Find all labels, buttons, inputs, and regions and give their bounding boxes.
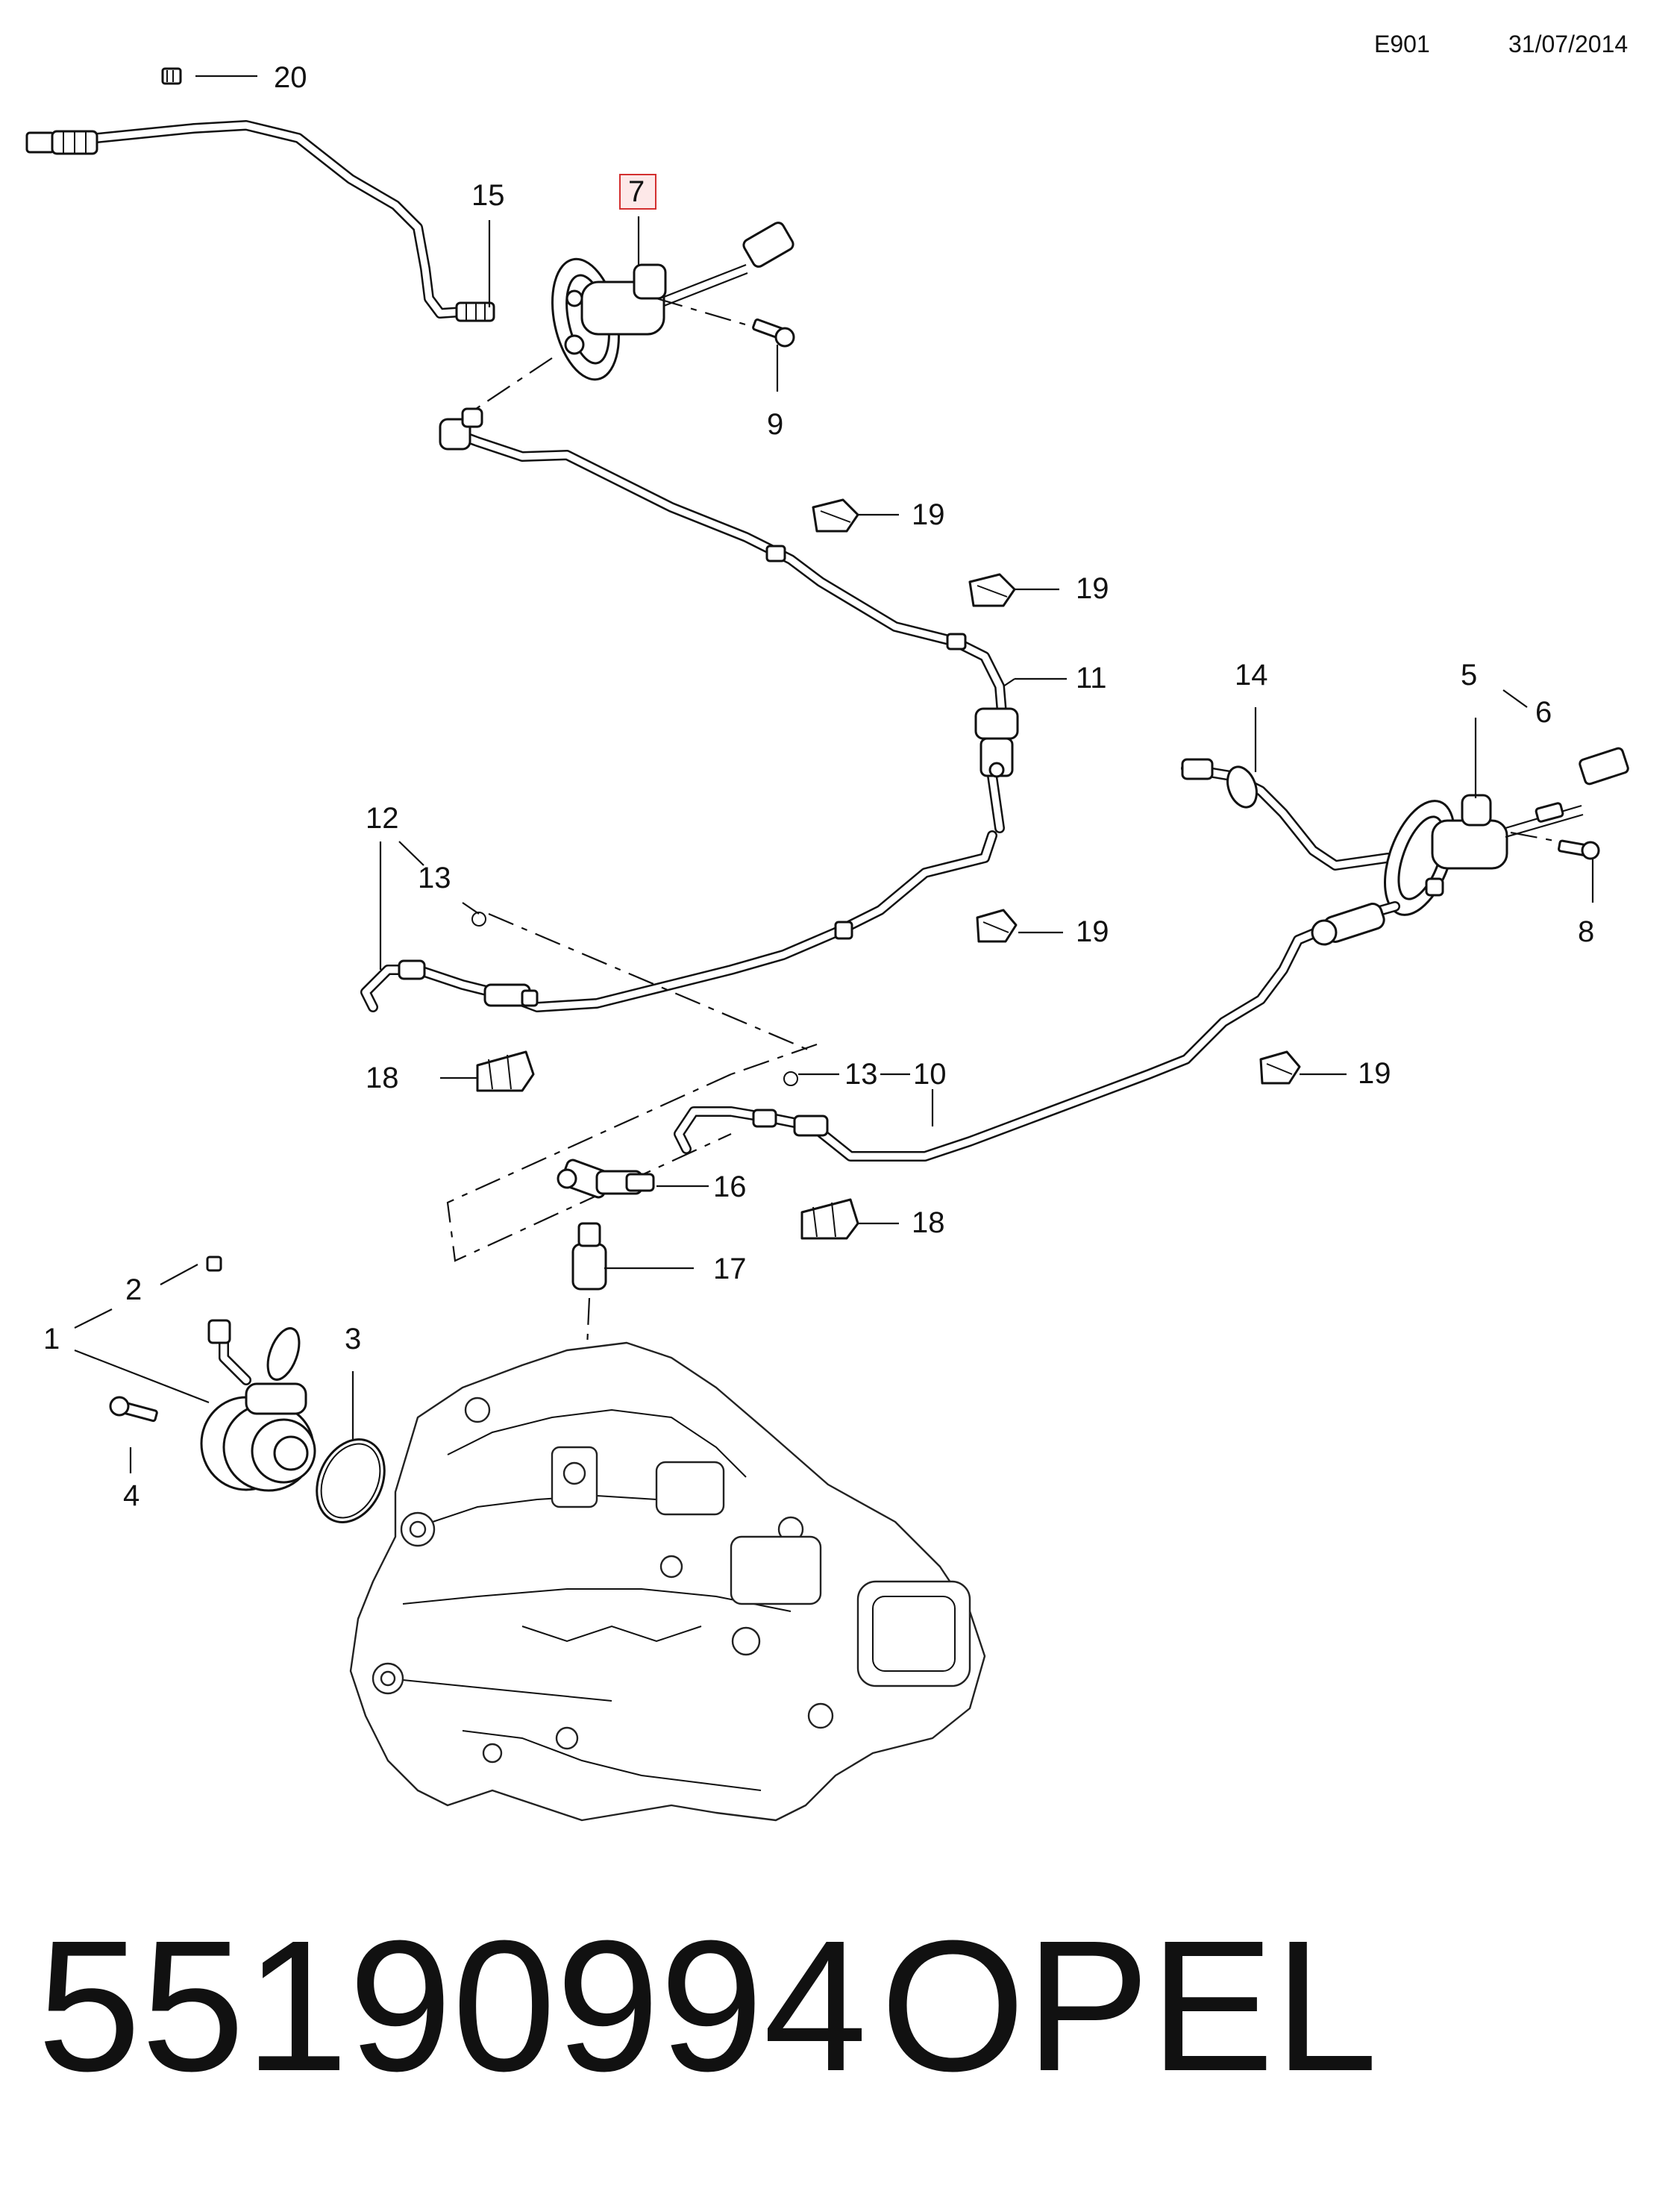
callout-12: 12 — [366, 802, 399, 835]
callout-14: 14 — [1235, 659, 1268, 692]
callout-3: 3 — [345, 1323, 361, 1355]
part-number: 55190994 — [37, 1902, 867, 2110]
part-17-adapter — [571, 1222, 607, 1463]
callout-18-b: 18 — [912, 1206, 945, 1239]
part-7-master-cylinder — [462, 222, 794, 419]
part-19-clip-a — [812, 498, 859, 533]
diagram-code: E901 — [1374, 31, 1430, 57]
callout-19-b: 19 — [1076, 572, 1109, 605]
callout-15: 15 — [471, 179, 505, 212]
callout-5: 5 — [1461, 659, 1477, 692]
callout-19-d: 19 — [1358, 1057, 1391, 1090]
callout-7: 7 — [628, 175, 645, 208]
upper-pipe-15 — [25, 120, 495, 322]
part-9-bolt — [752, 318, 795, 348]
callout-9: 9 — [767, 408, 783, 441]
part-1-slave-cylinder — [200, 1327, 316, 1492]
callout-7-highlight-box — [619, 174, 656, 210]
callout-2: 2 — [125, 1273, 142, 1306]
part-16-t-connector — [557, 1159, 655, 1199]
callout-1: 1 — [43, 1323, 60, 1355]
pipe-12 — [360, 830, 997, 1053]
part-4-bolt — [109, 1396, 158, 1423]
part-19-clip-b — [968, 573, 1016, 607]
callout-4: 4 — [123, 1479, 140, 1512]
callout-11: 11 — [1076, 662, 1107, 695]
callout-16: 16 — [713, 1170, 747, 1203]
part-5-cylinder-assembly — [1181, 747, 1629, 916]
transmission-housing — [349, 1341, 986, 1822]
diagram-date: 31/07/2014 — [1508, 31, 1628, 57]
part-2-bleeder — [206, 1256, 231, 1344]
callout-6: 6 — [1535, 696, 1552, 729]
callout-19-a: 19 — [912, 498, 945, 531]
callout-20: 20 — [274, 61, 307, 94]
part-18-clip-b — [800, 1198, 859, 1240]
callout-10: 10 — [913, 1058, 947, 1091]
callout-8: 8 — [1578, 915, 1594, 948]
part-18-clip-a — [476, 1050, 535, 1092]
pipe-10 — [674, 901, 1400, 1162]
callout-13-b: 13 — [844, 1058, 878, 1091]
reference-box — [446, 1073, 732, 1262]
callout-19-c: 19 — [1076, 915, 1109, 948]
leader-lines — [74, 75, 1594, 1473]
callout-13-a: 13 — [418, 862, 451, 894]
part-20-clip — [161, 67, 182, 85]
callout-17: 17 — [713, 1253, 747, 1285]
part-3-o-ring — [316, 1438, 386, 1523]
pipe-11 — [439, 407, 1019, 833]
part-19-clip-c — [976, 909, 1018, 943]
callout-18-a: 18 — [366, 1062, 399, 1094]
brand-name: OPEL — [880, 1902, 1378, 2110]
part-19-clip-d — [1259, 1050, 1301, 1085]
